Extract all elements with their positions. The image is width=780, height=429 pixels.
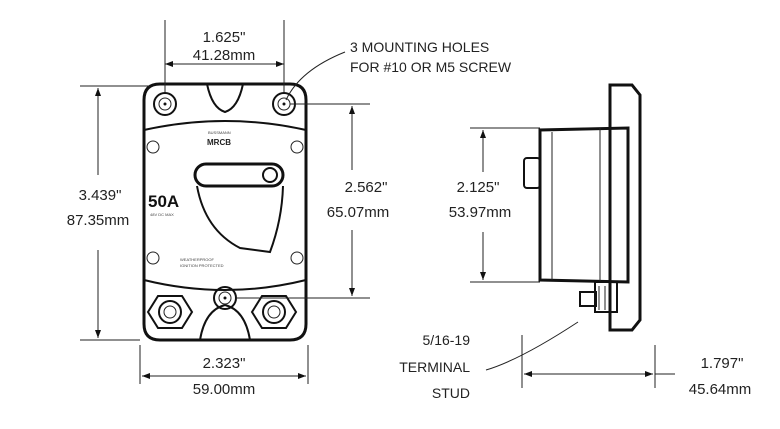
- dim-height-total-in: 3.439": [79, 187, 122, 204]
- dim-width-bottom-in: 2.323": [203, 355, 246, 372]
- stud-note: 5/16-19: [423, 332, 471, 348]
- brand-label: BUSSMANN: [208, 130, 231, 135]
- dim-height-inner-mm: 65.07mm: [327, 204, 390, 221]
- terminal-stud: [146, 295, 194, 329]
- dim-depth-in: 1.797": [701, 355, 744, 372]
- dim-width-top-mm: 41.28mm: [193, 47, 256, 64]
- stud-note: TERMINAL: [399, 359, 470, 375]
- mounting-holes-note: FOR #10 OR M5 SCREW: [350, 59, 512, 75]
- dim-width-top-in: 1.625": [203, 29, 246, 46]
- dim-height-inner-in: 2.562": [345, 179, 388, 196]
- mounting-holes-note: 3 MOUNTING HOLES: [350, 39, 489, 55]
- rating-label: 50A: [148, 192, 179, 211]
- dim-depth-mm: 45.64mm: [689, 381, 752, 398]
- dim-side-height-mm: 53.97mm: [449, 204, 512, 221]
- dim-side-height-in: 2.125": [457, 179, 500, 196]
- model-label: MRCB: [207, 138, 231, 147]
- front-view: BUSSMANN MRCB 50A 48V DC MAX WEATHERPROO…: [67, 20, 512, 398]
- side-button: [523, 157, 541, 189]
- side-view: 2.125" 53.97mm 1.797" 45.64mm 5/16-19 TE…: [399, 83, 752, 401]
- dim-width-bottom-mm: 59.00mm: [193, 381, 256, 398]
- side-terminal-stud: [579, 281, 618, 313]
- footer-text: IGNITION PROTECTED: [180, 263, 224, 268]
- rating-sub-label: 48V DC MAX: [150, 212, 174, 217]
- dim-height-total-mm: 87.35mm: [67, 212, 130, 229]
- stud-note: STUD: [432, 385, 470, 401]
- footer-text: WEATHERPROOF: [180, 257, 214, 262]
- mounting-hole: [153, 92, 177, 116]
- terminal-stud: [250, 295, 298, 329]
- reset-lever: [193, 162, 285, 188]
